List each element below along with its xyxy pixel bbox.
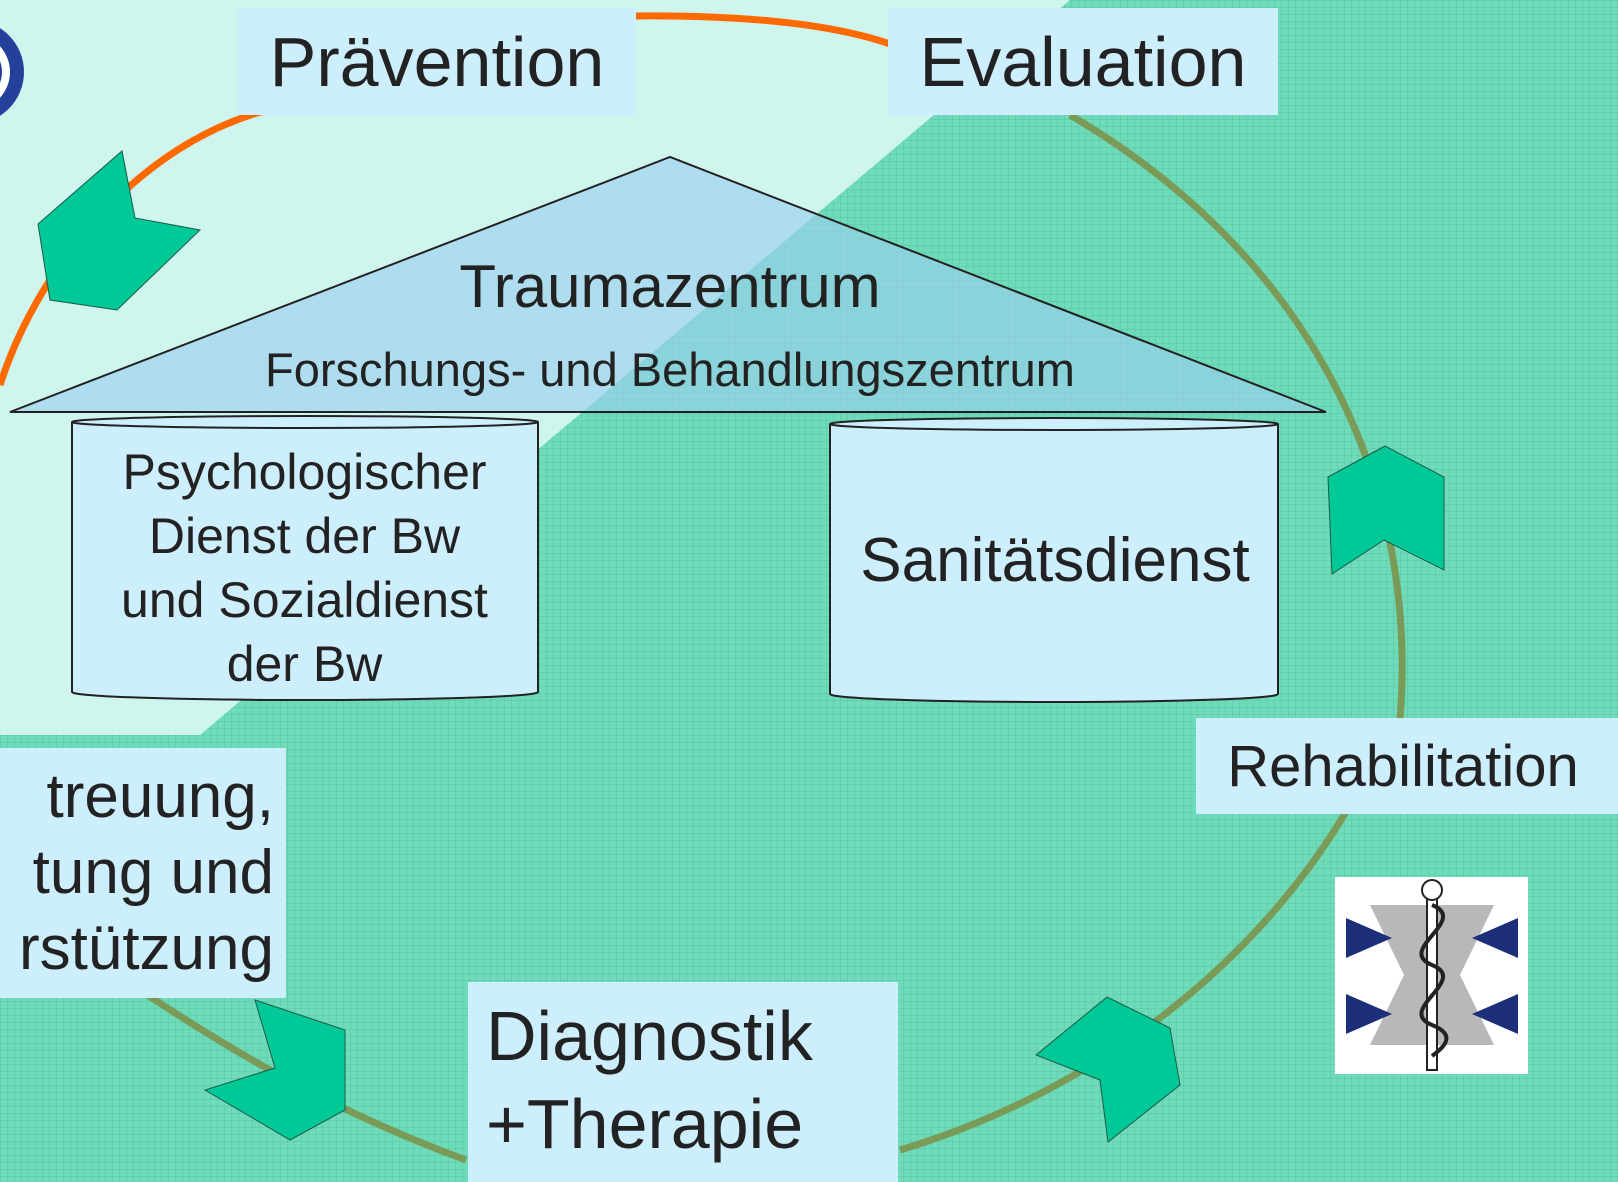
chevron-arrow-icon-bottom-right bbox=[1035, 996, 1181, 1143]
evaluation-label: Evaluation bbox=[888, 8, 1278, 115]
chevron-arrow-icon-right bbox=[1327, 445, 1445, 575]
praevention-label: Prävention bbox=[238, 8, 636, 115]
roof-title: Traumazentrum bbox=[459, 253, 881, 320]
pillar-left-line-3: und Sozialdienst bbox=[121, 572, 488, 628]
betreuung-line-3: rstützung bbox=[18, 914, 274, 983]
pillar-left-line-1: Psychologischer bbox=[122, 444, 487, 500]
pillar-left-text: Psychologischer Dienst der Bw und Sozial… bbox=[72, 440, 537, 696]
chevron-arrow-icon-bottom-left bbox=[203, 999, 346, 1141]
pillar-left-cylinder bbox=[71, 415, 539, 702]
roof-subtitle: Forschungs- und Behandlungszentrum bbox=[265, 343, 1075, 396]
pillar-left-line-2: Dienst der Bw bbox=[148, 508, 461, 564]
pillar-right-text: Sanitätsdienst bbox=[860, 526, 1250, 595]
chevron-arrow-icon-top-left bbox=[37, 150, 202, 311]
aesculapian-staff-emblem-icon bbox=[1335, 877, 1528, 1074]
betreuung-line-2: tung und bbox=[32, 838, 274, 907]
pillar-left-line-4: der Bw bbox=[226, 636, 383, 692]
pillar-right-cylinder bbox=[829, 417, 1279, 703]
house-roof bbox=[9, 155, 1327, 413]
diagnostik-line-1: Diagnostik bbox=[486, 997, 813, 1075]
diagnostik-line-2: +Therapie bbox=[486, 1085, 804, 1163]
diagnostik-therapie-label: Diagnostik +Therapie bbox=[468, 982, 898, 1182]
seal-logo-icon bbox=[0, 28, 24, 116]
betreuung-line-1: treuung, bbox=[46, 762, 274, 831]
betreuung-label: treuung, tung und rstützung bbox=[0, 748, 286, 998]
rehabilitation-label: Rehabilitation bbox=[1196, 718, 1618, 814]
